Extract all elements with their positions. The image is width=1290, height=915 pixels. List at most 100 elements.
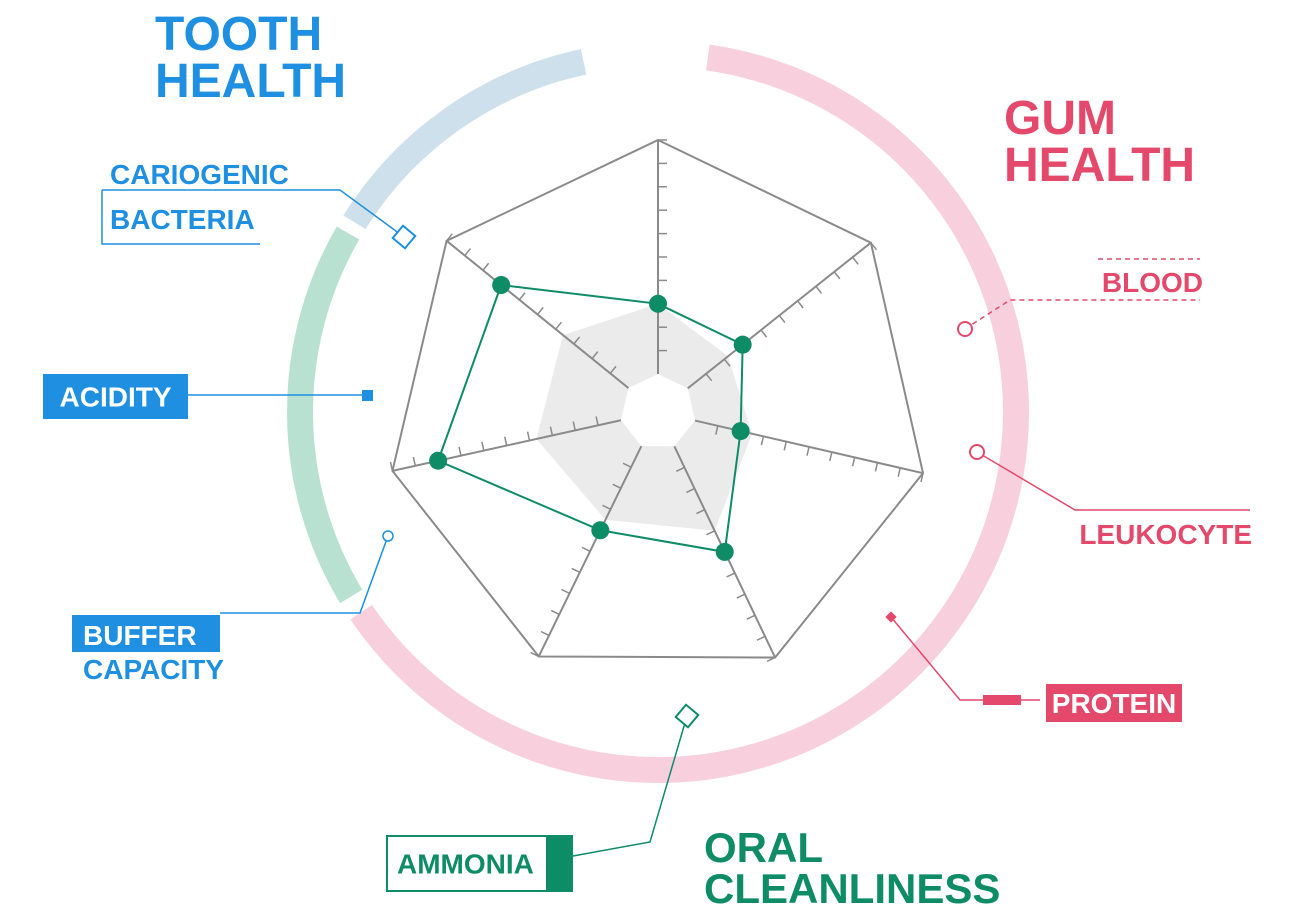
axis-tick <box>874 462 879 472</box>
axis-tick <box>609 365 617 374</box>
leader-line <box>220 535 389 614</box>
data-point <box>429 451 448 470</box>
axis-tick <box>530 651 540 658</box>
axis-label: AMMONIA <box>397 849 534 880</box>
label-box-bar <box>546 836 572 891</box>
data-point <box>492 276 511 295</box>
marker-circle-icon <box>969 444 985 460</box>
axis-tick <box>806 446 810 456</box>
axis-label: BLOOD <box>1102 267 1203 298</box>
axis-tick <box>815 285 823 294</box>
data-point <box>649 294 667 313</box>
axis-tick <box>536 306 544 315</box>
axis-tick <box>412 456 417 466</box>
label-box <box>1046 684 1182 722</box>
leader-line <box>572 715 688 857</box>
data-point <box>591 521 610 540</box>
category-arc-gum-health <box>350 44 1029 783</box>
axis-tick <box>783 441 787 451</box>
axis-tick <box>481 441 485 451</box>
marker-diamond-icon <box>885 611 897 623</box>
category-title: GUM <box>1004 92 1116 145</box>
marker-circle-icon <box>957 321 973 337</box>
axis-tick <box>591 351 599 360</box>
label-box <box>43 374 188 419</box>
axis-tick <box>595 416 599 426</box>
callout-cariogenic-bacteria: CARIOGENIC BACTERIA <box>101 159 417 250</box>
inner-heptagon <box>620 374 696 447</box>
axis-tick <box>870 242 878 251</box>
axis-tick <box>851 256 859 265</box>
marker-square-icon <box>674 703 700 729</box>
axis-tick <box>705 373 713 382</box>
axis-tick <box>622 462 632 468</box>
axis-tick <box>797 300 804 309</box>
axis-tick <box>746 614 756 620</box>
data-point <box>715 542 734 561</box>
label-bracket <box>101 190 260 245</box>
category-arc-tooth-health <box>343 49 587 230</box>
axis-tick <box>686 487 695 494</box>
axis-tick <box>675 466 685 472</box>
axis-tick <box>549 426 554 436</box>
axis-tick <box>897 467 901 477</box>
callout-ammonia: AMMONIA <box>386 703 700 892</box>
axis-tick <box>715 425 719 435</box>
axis-tick <box>696 508 705 515</box>
callout-leukocyte: LEUKOCYTE <box>969 444 1252 550</box>
marker-square-icon <box>391 224 417 250</box>
axis-label: CAPACITY <box>83 654 224 685</box>
leader-line <box>964 299 1200 330</box>
axis-tick <box>778 315 786 324</box>
axis-tick <box>561 588 570 595</box>
leader-line <box>102 189 405 238</box>
axis-tick <box>573 336 581 345</box>
data-point <box>733 335 752 354</box>
axis-tick <box>518 292 526 301</box>
label-box <box>386 835 573 892</box>
marker-square-icon <box>362 390 373 401</box>
callout-acidity: ACIDITY <box>43 374 373 419</box>
data-point <box>731 422 750 441</box>
axis-tick <box>612 483 622 489</box>
axis-tick <box>706 530 715 536</box>
outer-heptagon <box>391 138 925 659</box>
axis-tick <box>389 461 394 472</box>
axis-label: BUFFER <box>83 620 197 651</box>
axis-tick <box>726 572 736 578</box>
marker-bar <box>983 695 1021 705</box>
callout-protein: PROTEIN <box>885 611 1182 722</box>
axis-tick <box>482 262 490 271</box>
axis-tick <box>736 593 746 599</box>
axis-label: PROTEIN <box>1052 688 1176 719</box>
axis-tick <box>550 609 560 616</box>
series-line <box>436 283 744 554</box>
radar-grid <box>389 138 925 663</box>
marker-circle-icon <box>382 530 394 542</box>
category-title: HEALTH <box>1004 139 1195 192</box>
axis-tick <box>833 271 841 280</box>
category-arc-oral-cleanliness <box>287 226 363 604</box>
axis-line <box>537 445 643 657</box>
data-series <box>429 276 752 561</box>
callout-blood: BLOOD <box>957 258 1203 337</box>
axis-tick <box>572 421 576 431</box>
category-title: HEALTH <box>155 55 346 108</box>
axis-tick <box>760 436 765 446</box>
axis-tick <box>756 635 766 641</box>
axis-tick <box>526 431 531 441</box>
axis-tick <box>571 567 581 574</box>
axis-callouts: BLOOD LEUKOCYTE PROTEIN AMMONIA BUFFERCAPACI… <box>43 159 1252 892</box>
axis-label: BACTERIA <box>110 204 255 235</box>
label-box <box>72 615 220 652</box>
axis-tick <box>464 248 472 257</box>
category-arcs <box>287 44 1029 783</box>
axis-tick <box>766 656 776 663</box>
axis-tick <box>458 446 462 456</box>
axis-label: CARIOGENIC <box>110 159 289 190</box>
axis-tick <box>760 329 768 338</box>
axis-label: ACIDITY <box>60 382 172 413</box>
